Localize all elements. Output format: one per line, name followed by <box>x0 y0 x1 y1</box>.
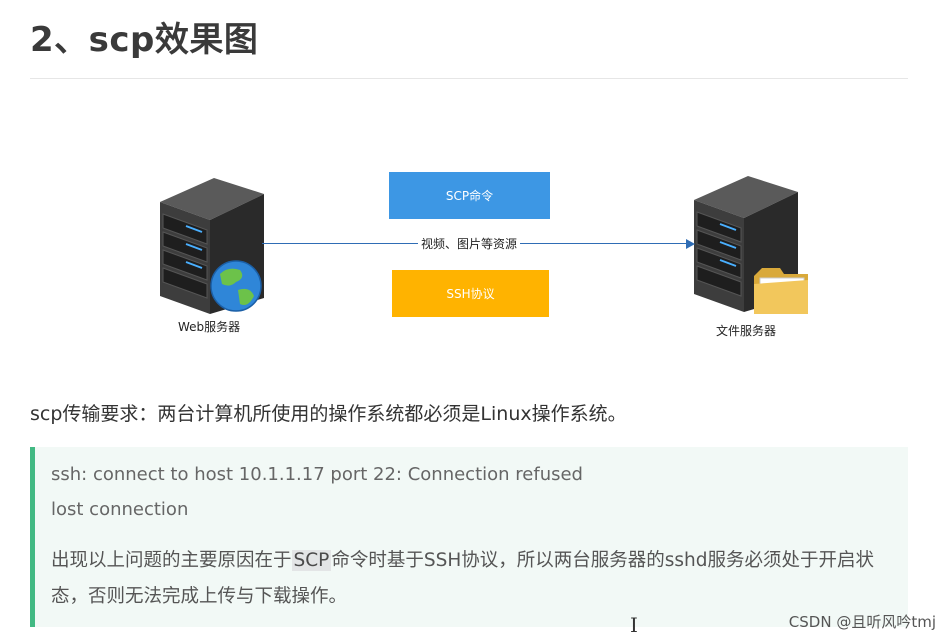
file-server-label: 文件服务器 <box>716 324 777 338</box>
explanation-pre: 出现以上问题的主要原因在于 <box>51 550 292 571</box>
error-line-1: ssh: connect to host 10.1.1.17 port 22: … <box>51 464 583 485</box>
scp-requirement-text: scp传输要求：两台计算机所使用的操作系统都必须是Linux操作系统。 <box>30 403 627 425</box>
scp-command-box: SCP命令 <box>389 172 550 219</box>
error-line-2: lost connection <box>51 499 189 520</box>
section-heading: 2、scp效果图 <box>30 20 259 60</box>
transfer-label: 视频、图片等资源 <box>418 235 521 252</box>
note-blockquote: ssh: connect to host 10.1.1.17 port 22: … <box>30 447 908 627</box>
text-cursor-icon: I <box>630 613 638 637</box>
web-server-label: Web服务器 <box>178 320 241 334</box>
web-server-icon <box>160 178 264 314</box>
arrow-head-icon <box>686 239 695 249</box>
scp-diagram: SCP命令 SSH协议 视频、图片等资源 Web服务器 文件服务器 <box>160 172 808 338</box>
csdn-watermark: CSDN @且听风吟tmj <box>788 613 936 631</box>
heading-divider <box>30 78 908 79</box>
file-server-icon <box>694 176 808 314</box>
ssh-protocol-box: SSH协议 <box>392 270 549 317</box>
explanation-post: 命令时基于SSH协议，所以两台服务器的sshd服务必须处于开启状态，否则无法完成… <box>51 550 874 607</box>
inline-code-scp: SCP <box>291 550 332 571</box>
